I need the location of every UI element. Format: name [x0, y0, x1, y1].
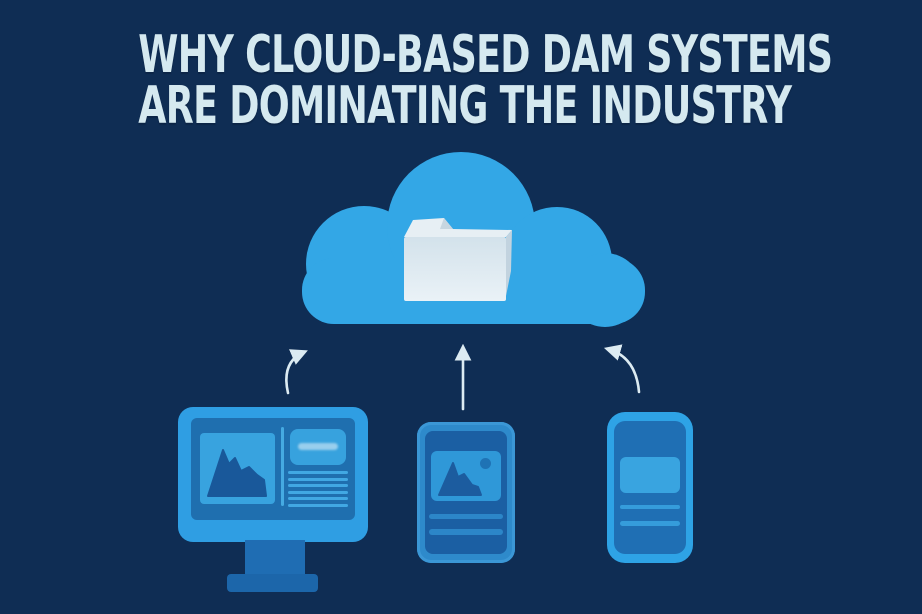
text-lines: [288, 471, 348, 507]
screen-divider: [281, 427, 284, 506]
card-highlight: [298, 443, 338, 450]
mountain-icon: [207, 449, 267, 497]
monitor-stand-neck: [245, 540, 305, 577]
tablet-icon: [417, 422, 515, 563]
monitor-screen: [191, 418, 355, 520]
text-line: [620, 521, 680, 526]
text-line: [288, 503, 348, 507]
text-line: [429, 529, 503, 535]
text-line: [288, 477, 348, 481]
smartphone-icon: [607, 412, 693, 563]
text-line: [288, 471, 348, 474]
mountain-icon: [438, 462, 482, 496]
title-line-1: WHY CLOUD-BASED DAM SYSTEMS: [138, 25, 833, 85]
text-line: [429, 514, 503, 519]
tablet-screen: [425, 431, 507, 554]
phone-screen: [614, 421, 686, 554]
image-placeholder-icon: [431, 451, 501, 501]
page-title: WHY CLOUD-BASED DAM SYSTEMS ARE DOMINATI…: [0, 25, 922, 136]
arrow-up-icon-right: [603, 344, 641, 394]
text-line: [620, 505, 680, 509]
folder-icon: [404, 218, 512, 301]
arrow-up-icon-left: [285, 349, 308, 395]
monitor-stand-base: [227, 574, 318, 592]
image-placeholder-icon: [200, 433, 275, 504]
text-line: [288, 497, 348, 500]
image-placeholder-icon: [620, 457, 680, 493]
sun-dot-icon: [480, 458, 491, 469]
title-line-2: ARE DOMINATING THE INDUSTRY: [138, 76, 792, 136]
upload-arrows: [285, 343, 641, 411]
content-card: [290, 429, 346, 465]
text-line: [288, 490, 348, 494]
desktop-monitor-icon: [178, 407, 368, 542]
text-line: [288, 484, 348, 487]
